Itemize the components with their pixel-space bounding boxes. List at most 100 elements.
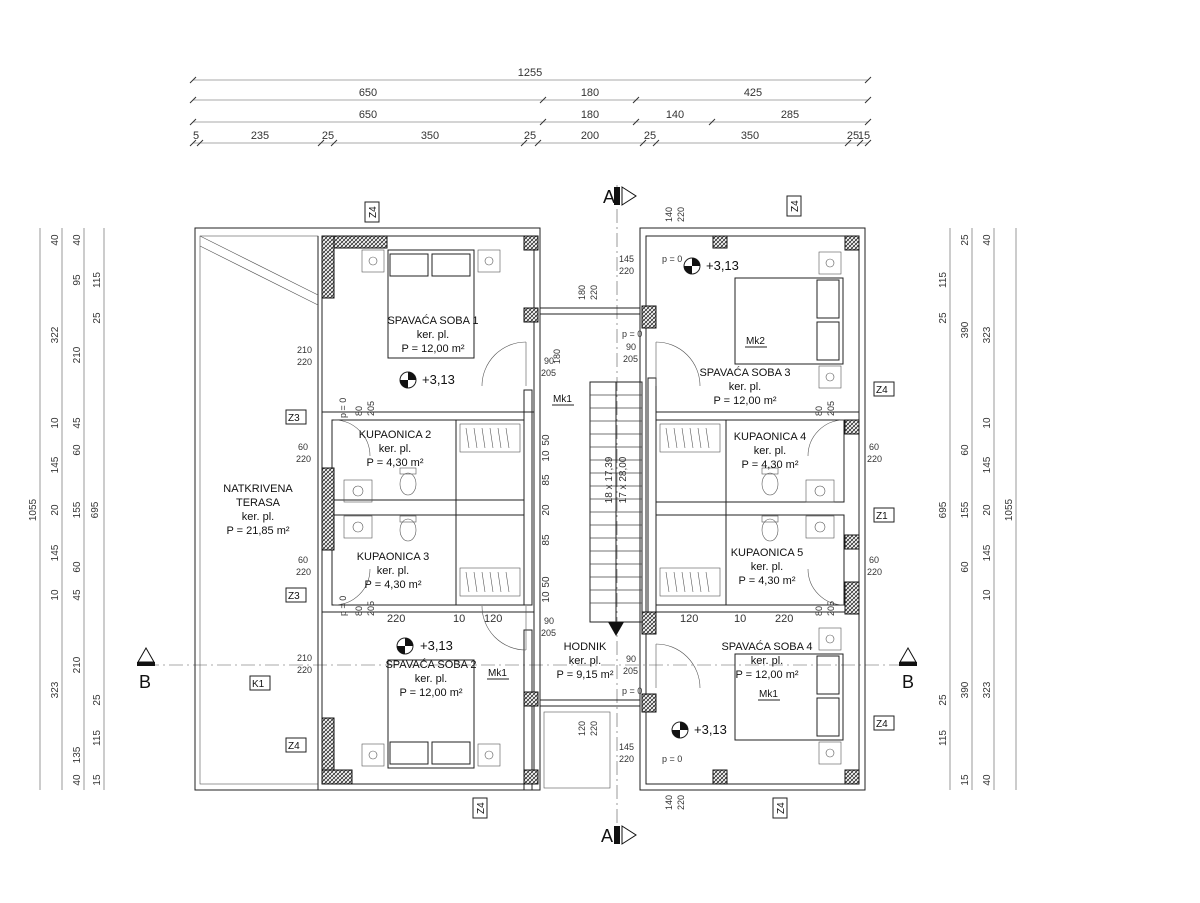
level-2-text: +3,13 [420,638,453,653]
opening-180-v: 180 [577,285,587,300]
opening-90-c: 90 [544,616,554,626]
terasa-name-1: NATKRIVENA [223,483,293,495]
kup2-floor: ker. pl. [379,443,411,455]
dim-right-390a: 390 [960,321,971,338]
dim-r4-15: 15 [858,130,870,142]
tag-z4-top-left: Z4 [368,206,379,218]
opening-60-c: 60 [869,442,879,452]
dim-right-40b: 40 [982,774,993,786]
dim-right-145a: 145 [982,456,993,473]
dim-220-right: 220 [775,613,793,625]
dim-r4-350b: 350 [741,130,759,142]
dim-220-left: 220 [387,613,405,625]
room-soba1: SPAVAĆA SOBA 1 ker. pl. P = 12,00 m² [387,314,478,355]
section-b-left: B [137,646,910,692]
opening-140-bottom: 140 [664,795,674,810]
soba4-name: SPAVAĆA SOBA 4 [721,640,812,653]
kup5-area: P = 4,30 m² [739,575,796,587]
opening-145-bottom: 145 [619,742,634,752]
dim-r4-25a: 25 [322,130,334,142]
section-a-top: A [603,185,637,830]
opening-220-f: 220 [867,567,882,577]
left-dimensions: 1055 322 695 323 40 40 95 210 10 145 20 … [28,228,105,790]
tag-mk1-upper: Mk1 [553,394,572,405]
opening-80-c: 80 [814,406,824,416]
opening-220-top: 220 [676,207,686,222]
dim-r3-650: 650 [359,109,377,121]
soba2-area: P = 12,00 m² [399,687,462,699]
dim-left-145b: 145 [50,544,61,561]
dim-left-45b: 45 [72,589,83,601]
dim-left-135: 135 [72,746,83,763]
stair-step-10b: 10 [541,591,552,603]
wall-tags: Z4 Z4 Z3 Z3 Z4 Z4 Z1 Z4 Z4 Z4 K1 Mk1 Mk1… [249,195,895,819]
bed-soba2 [387,659,475,769]
stair-step-85a: 85 [541,474,552,486]
kup3-name: KUPAONICA 3 [357,551,430,563]
opening-205-g: 205 [826,401,836,416]
top-dimensions: 1255 650 180 425 650 180 140 285 5 235 2… [189,67,872,147]
soba1-area: P = 12,00 m² [401,343,464,355]
dim-right-115a: 115 [938,272,949,288]
dim-left-40a: 40 [50,234,61,246]
opening-220-b: 220 [297,665,312,675]
level-1-text: +3,13 [422,372,455,387]
kup5-name: KUPAONICA 5 [731,547,804,559]
opening-205-b: 205 [623,354,638,364]
level-marker-2: +3,13 [396,637,453,655]
opening-180: 180 [552,349,562,364]
opening-145-top: 145 [619,254,634,264]
kup4-name: KUPAONICA 4 [734,431,807,443]
dim-r3-140: 140 [666,109,684,121]
terasa-floor: ker. pl. [242,511,274,523]
opening-205-e: 205 [366,401,376,416]
stair-step-50b: 50 [541,576,552,588]
opening-210-a: 210 [297,345,312,355]
right-dimensions: 1055 390 695 390 40 115 323 10 145 20 14… [938,228,1017,790]
bed-soba1 [387,249,475,359]
dim-left-695: 695 [90,501,101,518]
section-a-bottom: A [601,825,637,846]
section-a-label-top: A [603,187,615,207]
opening-205-d: 205 [623,666,638,676]
tag-z3-upper: Z3 [288,413,300,424]
dim-right-10a: 10 [982,417,993,429]
structural-columns [321,235,860,785]
dim-right-323a: 323 [982,326,993,343]
stair-step-85b: 85 [541,534,552,546]
opening-220-bottom: 220 [676,795,686,810]
dim-right-115b: 115 [938,730,949,746]
level-4-text: +3,13 [694,722,727,737]
dim-r4-25c: 25 [644,130,656,142]
room-terasa: NATKRIVENA TERASA ker. pl. P = 21,85 m² [223,483,293,537]
room-kup4: KUPAONICA 4 ker. pl. P = 4,30 m² [734,431,807,471]
opening-80-b: 80 [354,606,364,616]
opening-80-a: 80 [354,406,364,416]
opening-120-v: 120 [577,721,587,736]
soba4-floor: ker. pl. [751,655,783,667]
tag-mk1-lower-left: Mk1 [488,668,507,679]
tag-mk1-lower-right: Mk1 [759,689,778,700]
dim-top-180: 180 [581,87,599,99]
dim-right-total: 1055 [1004,498,1015,521]
opening-205-a: 205 [541,368,556,378]
tag-z4-right-upper: Z4 [876,385,888,396]
level-marker-4: +3,13 [671,721,727,739]
dim-right-10b: 10 [982,589,993,601]
soba1-floor: ker. pl. [417,329,449,341]
dim-left-40b: 40 [72,234,83,246]
dim-10-left: 10 [453,613,465,625]
bathroom-fixtures [343,423,835,597]
opening-220-v2: 220 [589,721,599,736]
opening-80-d: 80 [814,606,824,616]
kup3-area: P = 4,30 m² [365,579,422,591]
level-marker-1: +3,13 [399,371,455,389]
dim-10-right: 10 [734,613,746,625]
kup2-area: P = 4,30 m² [367,457,424,469]
soba1-name: SPAVAĆA SOBA 1 [387,314,478,327]
soba3-name: SPAVAĆA SOBA 3 [699,366,790,379]
dim-right-20: 20 [982,504,993,516]
building-walls [194,227,866,791]
room-kup5: KUPAONICA 5 ker. pl. P = 4,30 m² [731,547,804,587]
